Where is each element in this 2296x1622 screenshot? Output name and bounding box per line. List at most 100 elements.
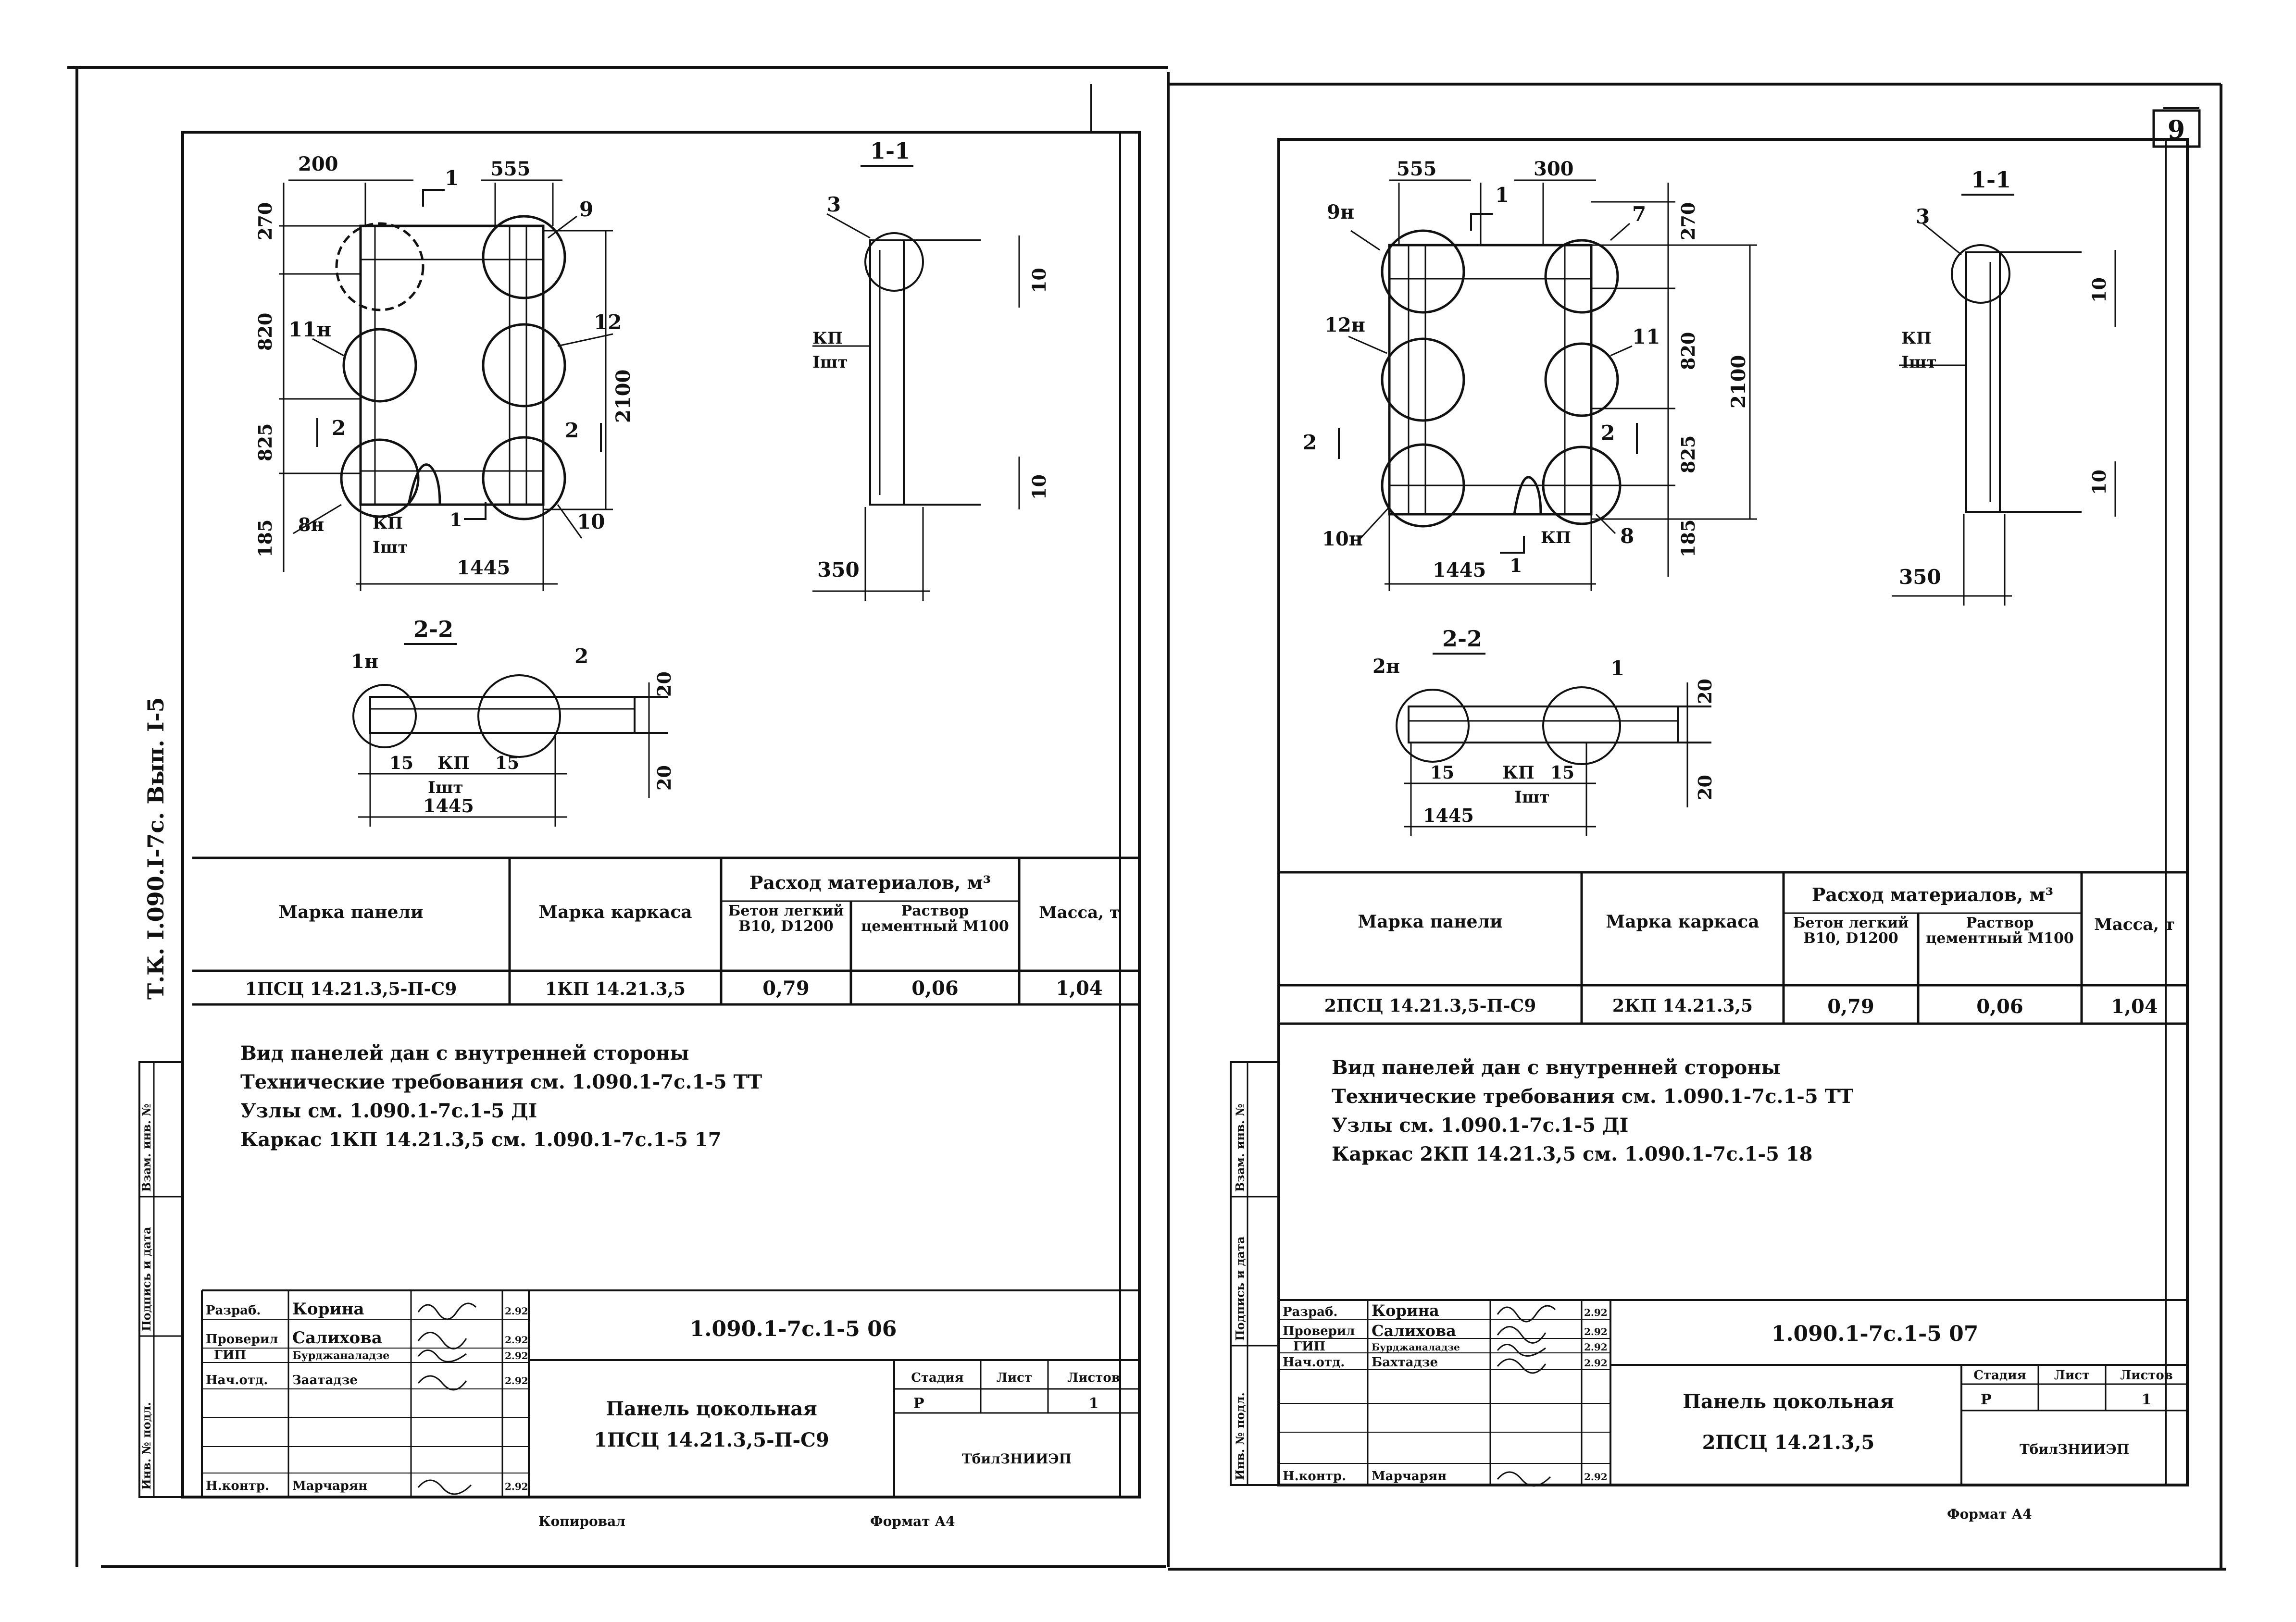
note-line: Каркас 2КП 14.21.3,5 см. 1.090.1-7с.1-5 … [1332, 1143, 1813, 1165]
tb-date: 2.92 [1584, 1471, 1608, 1483]
note-line: Узлы см. 1.090.1-7с.1-5 ДI [1332, 1114, 1628, 1137]
page-number-box: 9 [2152, 109, 2201, 148]
side-stamp-right: Инв. № подл. Подпись и дата Взам. инв. № [1230, 1061, 1280, 1486]
note-line: Узлы см. 1.090.1-7с.1-5 ДI [240, 1100, 537, 1122]
table-header: Масса, т [1039, 904, 1120, 922]
callout-label: 1 [1495, 183, 1509, 207]
materials-table-right: Марка панели Марка каркаса Расход матери… [1279, 871, 2187, 1025]
footer-format: Формат А4 [870, 1513, 955, 1529]
table-cell: 0,79 [1827, 995, 1874, 1018]
section-label: 1445 [1423, 805, 1474, 826]
callout-label: 8 [1620, 524, 1634, 548]
stamp-col-label: Взам. инв. № [139, 1103, 153, 1192]
dim-label: 1445 [1433, 559, 1486, 582]
callout-label: 1 [449, 509, 462, 531]
table-cell: 2ПСЦ 14.21.3,5-П-С9 [1324, 996, 1536, 1016]
table-cell: 1КП 14.21.3,5 [545, 979, 686, 999]
callout-label: 10 [577, 510, 605, 533]
note-line: Технические требования см. 1.090.1-7с.1-… [240, 1071, 762, 1093]
callout-label: 11н [288, 318, 331, 341]
tb-name: Бурджаналадзе [292, 1350, 389, 1362]
dim-label: 825 [254, 423, 276, 461]
materials-table-left: Марка панели Марка каркаса Расход матери… [192, 856, 1139, 1006]
tb-header-sheets: Листов [2120, 1368, 2173, 1383]
section-label: Iшт [428, 778, 463, 797]
table-cell: 0,06 [911, 977, 958, 1000]
tb-sheets: 1 [1089, 1395, 1099, 1412]
table-header: Бетон легкий В10, D1200 [1793, 916, 1909, 947]
table-header: Раствор цементный М100 [861, 904, 1009, 935]
table-cell: 1ПСЦ 14.21.3,5-П-С9 [245, 979, 457, 999]
tb-stage: Р [1981, 1391, 1992, 1408]
tb-org: ТбилЗНИИЭП [962, 1451, 1072, 1467]
section-label: 2 [574, 644, 588, 668]
dim-label: 820 [1677, 332, 1699, 370]
tb-role: Разраб. [1283, 1305, 1337, 1319]
tb-name: Корина [292, 1300, 364, 1319]
stamp-col-label: Взам. инв. № [1233, 1103, 1247, 1192]
dim-label: 200 [298, 153, 338, 175]
tb-date: 2.92 [1584, 1341, 1608, 1353]
tb-date: 2.92 [505, 1350, 528, 1362]
dim-label: 300 [1534, 158, 1574, 180]
section-label: 15 [1550, 763, 1574, 783]
section-label: 20 [653, 765, 675, 791]
doc-title-1: Панель цокольная [606, 1398, 817, 1420]
tb-name: Корина [1372, 1301, 1439, 1320]
table-cell: 0,79 [762, 977, 809, 1000]
signatures [1497, 1305, 1556, 1487]
section-label: КП [1502, 763, 1535, 783]
tb-date: 2.92 [1584, 1326, 1608, 1337]
table-cell: 2КП 14.21.3,5 [1612, 996, 1753, 1016]
dim-label: 270 [1677, 202, 1699, 240]
dim-label: 270 [254, 202, 276, 240]
tb-role: Разраб. [206, 1303, 261, 1318]
tb-role: ГИП [1293, 1339, 1325, 1354]
section-1-1-right: 1-1 3 КП Iшт 10 10 350 [1892, 167, 2116, 606]
tb-date: 2.92 [505, 1334, 528, 1346]
tb-name: Марчарян [1372, 1469, 1447, 1484]
dim-label: 2100 [1727, 355, 1750, 409]
outer-frame [67, 66, 2226, 1571]
section-label: 20 [1694, 775, 1716, 800]
stamp-col-label: Инв. № подл. [139, 1402, 153, 1490]
callout-label: КП [1541, 528, 1571, 547]
tb-org: ТбилЗНИИЭП [2020, 1441, 2129, 1457]
callout-label: 2 [565, 419, 579, 442]
notes-right: Вид панелей дан с внутренней стороны Тех… [1332, 1056, 1853, 1165]
callout-label: 9н [1327, 201, 1354, 223]
section-title: 2-2 [413, 616, 453, 642]
tb-role: Проверил [1283, 1324, 1355, 1338]
table-cell: 1,04 [2111, 995, 2158, 1018]
title-block-right: Разраб. Проверил ГИП Нач.отд. Н.контр. К… [1278, 1299, 2187, 1487]
table-header: Марка каркаса [1606, 912, 1759, 932]
footer-copied: Копировал [538, 1513, 625, 1529]
doc-code: 1.090.1-7с.1-5 07 [1772, 1322, 1979, 1346]
tb-header-sheets: Листов [1067, 1371, 1120, 1385]
tb-stage: Р [913, 1395, 924, 1412]
callout-label: 12н [1324, 314, 1365, 336]
table-header: Расход материалов, м³ [1812, 884, 2053, 905]
dim-label: 820 [254, 313, 276, 351]
tb-header-sheet: Лист [997, 1371, 1032, 1385]
tb-role: Нач.отд. [1283, 1355, 1345, 1370]
dim-label: 555 [490, 158, 531, 180]
section-1-1-left: 1-1 3 КП Iшт 10 10 350 [812, 138, 1050, 601]
table-header: Расход материалов, м³ [749, 872, 991, 893]
section-label: КП [812, 329, 843, 348]
tb-date: 2.92 [505, 1481, 528, 1492]
section-label: Iшт [1901, 353, 1937, 372]
tb-name: Марчарян [292, 1479, 367, 1493]
section-2-2-left: 2-2 1н 2 20 20 15 КП 15 Iшт [351, 616, 675, 827]
callout-label: 11 [1632, 325, 1660, 348]
tb-name: Бурджаналадзе [1372, 1341, 1460, 1353]
tb-date: 2.92 [1584, 1307, 1608, 1318]
section-2-2-right: 2-2 2н 1 20 20 15 КП 15 Iшт [1373, 626, 1716, 836]
section-label: Iшт [1514, 788, 1550, 807]
table-header: Марка каркаса [538, 902, 692, 922]
stamp-col-label: Подпись и дата [139, 1227, 153, 1331]
callout-label: 10н [1322, 528, 1363, 550]
dim-label: 825 [1677, 435, 1699, 473]
stamp-col-label: Инв. № подл. [1233, 1392, 1247, 1480]
